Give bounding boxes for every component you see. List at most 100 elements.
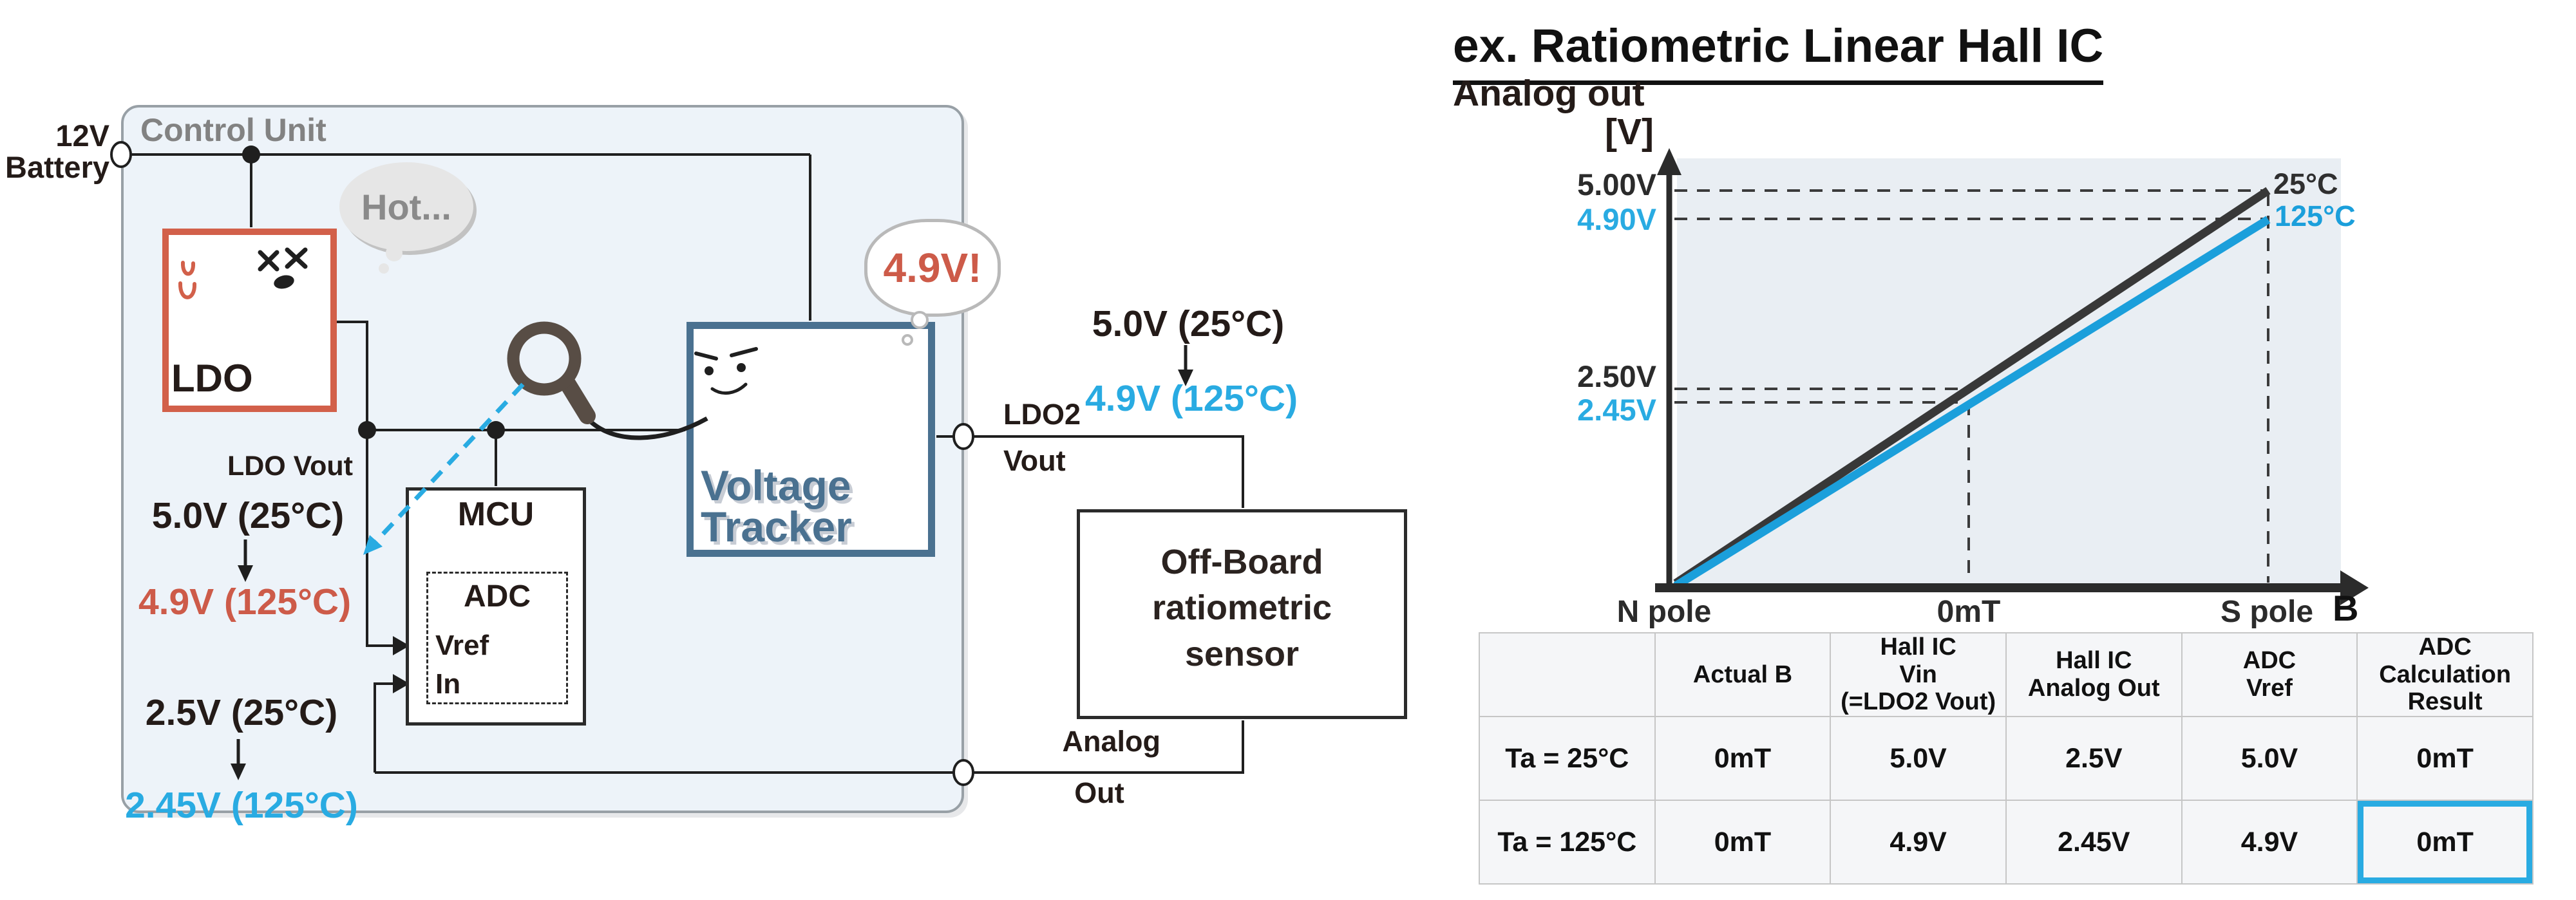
battery-terminal-icon [110,141,132,168]
ldo2-vout-terminal-icon [952,423,974,450]
x-eye-icon [285,247,308,269]
junction-dot [242,145,260,164]
table-cell: 2.45V [2005,800,2183,885]
x-tick-spole: S pole [2220,595,2314,629]
thought-tail-dot-icon [386,245,402,261]
analog-out-terminal-icon [952,759,974,786]
adc-ref-25c-value: 2.5V (25°C) [145,692,338,733]
heat-squiggles-icon [178,261,197,299]
battery-label-line2: Battery [5,150,109,185]
smirk-icon [710,382,748,395]
table-cell-highlighted: 0mT [2356,800,2533,885]
thought-tail-dot-icon [911,311,929,329]
adc-label: ADC [464,579,531,614]
wire-ldo2-to-sensor [974,435,1244,508]
ldo-dead-face-icon [258,247,308,289]
table-header-cell: Hall IC Analog Out [2005,632,2183,717]
magnifier-lens [507,321,582,396]
analog-out-label-line2: Out [1074,776,1124,809]
table-cell: 4.9V [2181,800,2358,885]
y-axis-label-line1: Analog out [1453,73,1645,114]
x-axis-arrowhead-icon [2340,570,2369,605]
in-arrowhead-icon [393,674,410,693]
y-tick-5v: 5.00V [1577,167,1656,202]
ldo-label: LDO [171,357,253,400]
sensor-label-line2: ratiometric [1151,588,1332,628]
battery-label: 12V Battery [4,120,109,183]
x-axis-name-b: B [2333,588,2359,628]
table-header-cell: Actual B [1654,632,1832,717]
eye-icon [737,363,746,372]
mcu-label: MCU [457,496,535,533]
table-header-cell: ADC Calculation Result [2356,632,2533,717]
table-row: Ta = 25°C 0mT 5.0V 2.5V 5.0V 0mT [1479,716,2533,801]
table-header-row: Actual B Hall IC Vin (=LDO2 Vout) Hall I… [1479,632,2533,717]
table-header-cell: Hall IC Vin (=LDO2 Vout) [1830,632,2007,717]
thought-tail-dot-icon [379,263,389,274]
y-axis-label-line2: [V] [1605,111,1654,153]
heat-mark-icon [178,281,197,299]
wire-ldo-vout-to-vref [337,321,393,647]
table-cell: 0mT [1654,716,1832,801]
adc-in-label: In [435,668,461,700]
mcu-box [406,487,586,726]
table-header-cell [1479,632,1656,717]
down-arrowhead-icon [1178,370,1193,386]
junction-dots [242,145,505,439]
hall-ic-table: Actual B Hall IC Vin (=LDO2 Vout) Hall I… [1479,632,2533,885]
table-cell: Ta = 125°C [1479,800,1656,885]
down-arrowhead-icon [238,565,253,582]
series-label-125c: 125°C [2275,200,2356,232]
magnifier-arm [585,416,708,440]
table-cell: 0mT [1654,800,1832,885]
battery-label-line1: 12V [55,118,109,153]
wire-analog-to-adc-in [374,682,393,773]
table-header-cell: ADC Vref [2181,632,2358,717]
voltage-tracker-label: Voltage Tracker [701,462,852,551]
heat-mark-icon [180,261,195,276]
hot-bubble-text: Hot... [361,186,451,227]
table-cell: 4.9V [1830,800,2007,885]
y-tick-2v5: 2.50V [1577,359,1656,393]
sensor-label: Off-Board ratiometric sensor [1083,539,1401,677]
thought-tail-dot-icon [902,334,913,346]
ldo-vout-25c-value: 5.0V (25°C) [151,495,345,536]
eyebrow-icon [694,352,718,361]
table-cell: 5.0V [2181,716,2358,801]
y-tick-2v45: 2.45V [1577,393,1656,427]
adc-input-arrowheads [393,636,410,693]
adc-vref-label: Vref [435,630,489,661]
analog-out-label-line1: Analog [1062,725,1161,758]
sensor-label-line1: Off-Board [1160,543,1323,581]
ldo-vout-125c-value: 4.9V (125°C) [138,581,352,623]
magnifier-icon [507,321,708,440]
mouth-icon [274,275,294,289]
vt-label-line1: Voltage [701,462,851,509]
vt-label-line2: Tracker [701,503,852,551]
label-arrows [231,345,1193,780]
ldo-vout-net-label: LDO Vout [227,451,353,482]
adc-ref-125c-value: 2.45V (125°C) [125,785,358,826]
table-cell: 0mT [2356,716,2533,801]
sensor-label-line3: sensor [1184,634,1300,673]
probe-arrowhead-icon [363,535,383,555]
x-eye-icon [258,250,279,272]
vref-arrowhead-icon [393,636,410,655]
probe-dash-line [374,382,525,544]
ldo2-vout-label-line2: Vout [1003,444,1066,477]
table-cell: 2.5V [2005,716,2183,801]
offboard-sensor-box [1077,509,1407,719]
series-label-25c: 25°C [2273,167,2338,200]
y-axis-arrowhead-icon [1657,148,1681,175]
junction-dot [358,421,376,439]
voltage-tracker-box [687,322,935,557]
chart-guides [1674,189,2269,583]
eyebrow-icon [730,347,758,357]
x-tick-0mt: 0mT [1937,595,2001,629]
wire-sensor-analog-out [974,720,1244,774]
hot-thought-bubble: Hot... [339,162,473,251]
table-row: Ta = 125°C 0mT 4.9V 2.45V 4.9V 0mT [1479,800,2533,885]
